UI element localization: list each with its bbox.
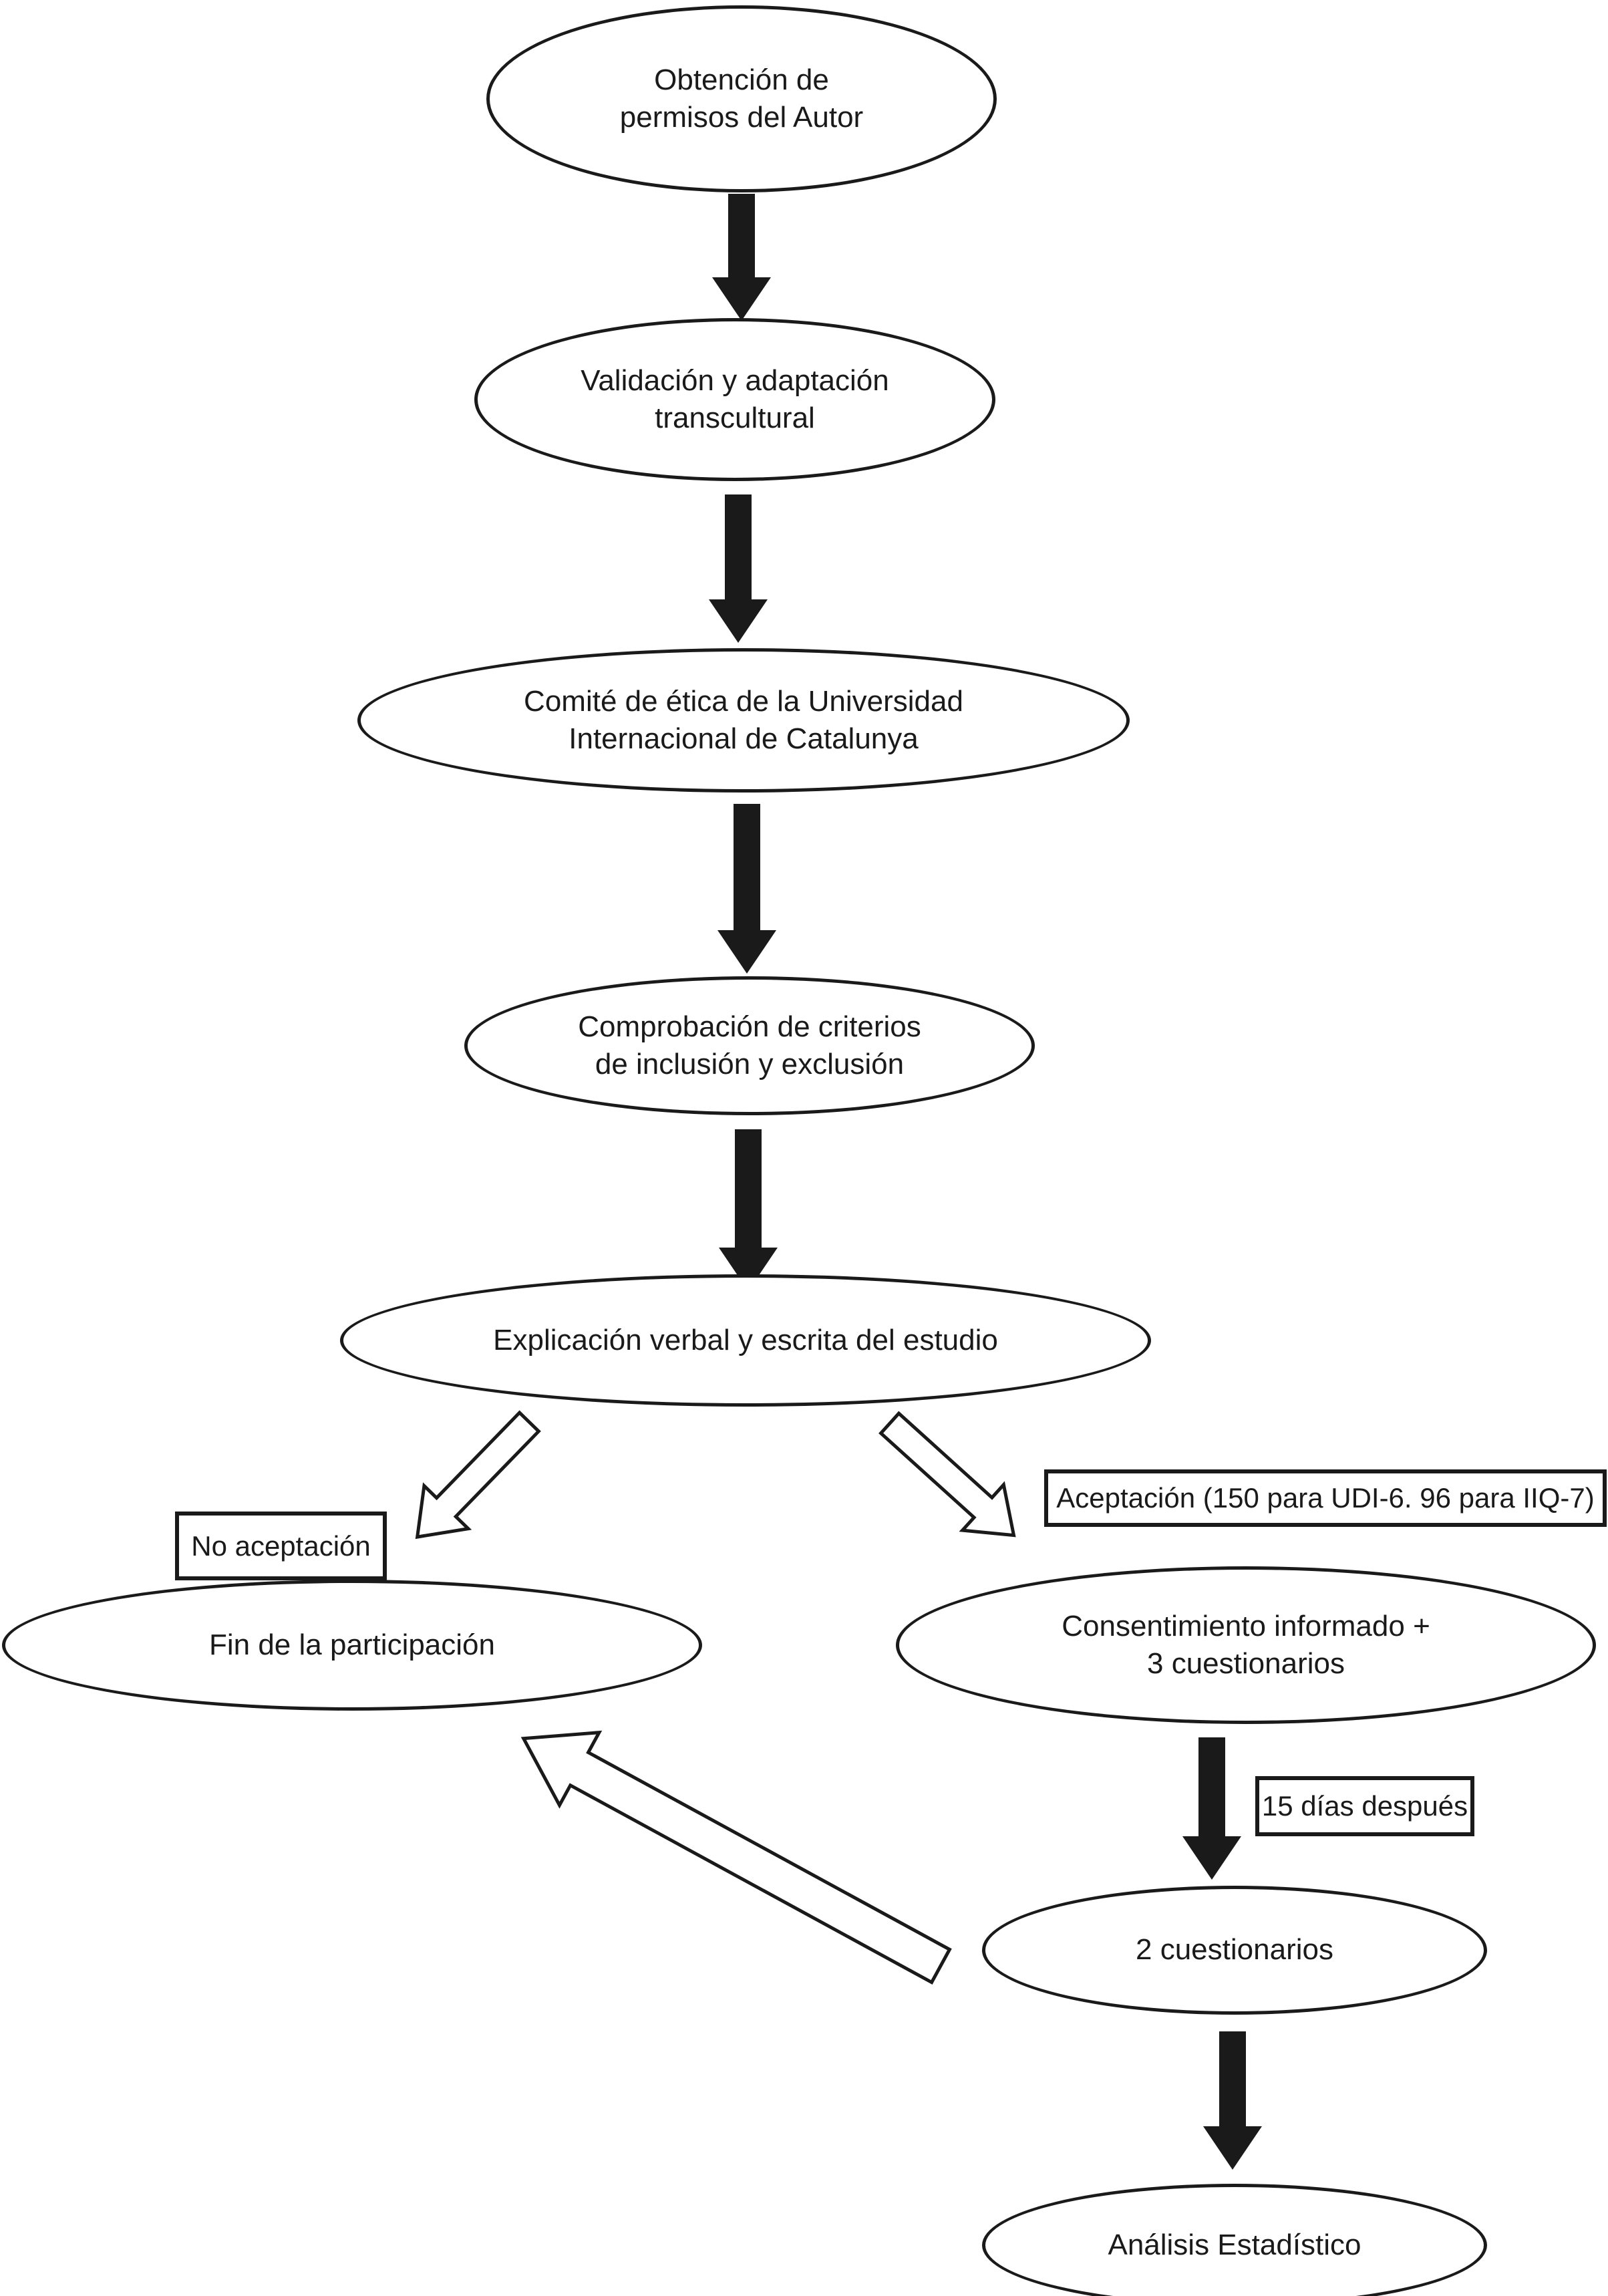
arrow-consentimiento-to-dos-cuestionarios bbox=[1182, 1737, 1241, 1880]
node-obtencion-permisos-label: Obtención de permisos del Autor bbox=[619, 63, 864, 134]
arrow-obtencion-to-validacion bbox=[712, 194, 771, 321]
node-dos-cuestionarios: 2 cuestionarios bbox=[982, 1886, 1487, 2015]
node-validacion-adaptacion-label: Validación y adaptación transcultural bbox=[581, 364, 889, 434]
arrow-explicacion-to-aceptacion bbox=[878, 1411, 1016, 1538]
node-no-aceptacion-label: No aceptación bbox=[191, 1530, 371, 1562]
arrow-validacion-to-comite bbox=[709, 494, 768, 643]
node-quince-dias-despues-label: 15 días después bbox=[1261, 1790, 1468, 1822]
node-comite-etica: Comité de ética de la Universidad Intern… bbox=[357, 648, 1130, 793]
node-consentimiento-informado-label: Consentimiento informado + 3 cuestionari… bbox=[1062, 1609, 1430, 1680]
node-aceptacion: Aceptación (150 para UDI-6. 96 para IIQ-… bbox=[1044, 1469, 1607, 1527]
node-fin-participacion-label: Fin de la participación bbox=[208, 1628, 495, 1661]
node-dos-cuestionarios-label: 2 cuestionarios bbox=[1136, 1933, 1333, 1967]
node-aceptacion-label: Aceptación (150 para UDI-6. 96 para IIQ-… bbox=[1056, 1482, 1595, 1514]
node-analisis-estadistico-label: Análisis Estadístico bbox=[1108, 2228, 1361, 2261]
node-comite-etica-label: Comité de ética de la Universidad Intern… bbox=[524, 684, 963, 755]
node-obtencion-permisos: Obtención de permisos del Autor bbox=[486, 5, 997, 192]
node-explicacion-estudio: Explicación verbal y escrita del estudio bbox=[340, 1274, 1151, 1407]
node-explicacion-estudio-label: Explicación verbal y escrita del estudio bbox=[493, 1323, 998, 1356]
arrow-explicacion-to-no-aceptacion bbox=[415, 1410, 541, 1540]
node-fin-participacion: Fin de la participación bbox=[2, 1580, 702, 1711]
arrow-comite-to-comprobacion bbox=[717, 804, 776, 974]
arrow-dos-cuestionarios-to-analisis bbox=[1203, 2031, 1262, 2170]
arrow-dos-cuestionarios-to-fin bbox=[520, 1730, 952, 1985]
node-analisis-estadistico: Análisis Estadístico bbox=[982, 2184, 1487, 2296]
node-comprobacion-criterios-label: Comprobación de criterios de inclusión y… bbox=[578, 1010, 921, 1081]
node-validacion-adaptacion: Validación y adaptación transcultural bbox=[474, 318, 995, 481]
arrow-comprobacion-to-explicacion bbox=[719, 1129, 778, 1291]
node-quince-dias-despues: 15 días después bbox=[1255, 1776, 1474, 1836]
node-consentimiento-informado: Consentimiento informado + 3 cuestionari… bbox=[896, 1566, 1596, 1724]
node-no-aceptacion: No aceptación bbox=[175, 1512, 387, 1580]
node-comprobacion-criterios: Comprobación de criterios de inclusión y… bbox=[464, 976, 1035, 1115]
